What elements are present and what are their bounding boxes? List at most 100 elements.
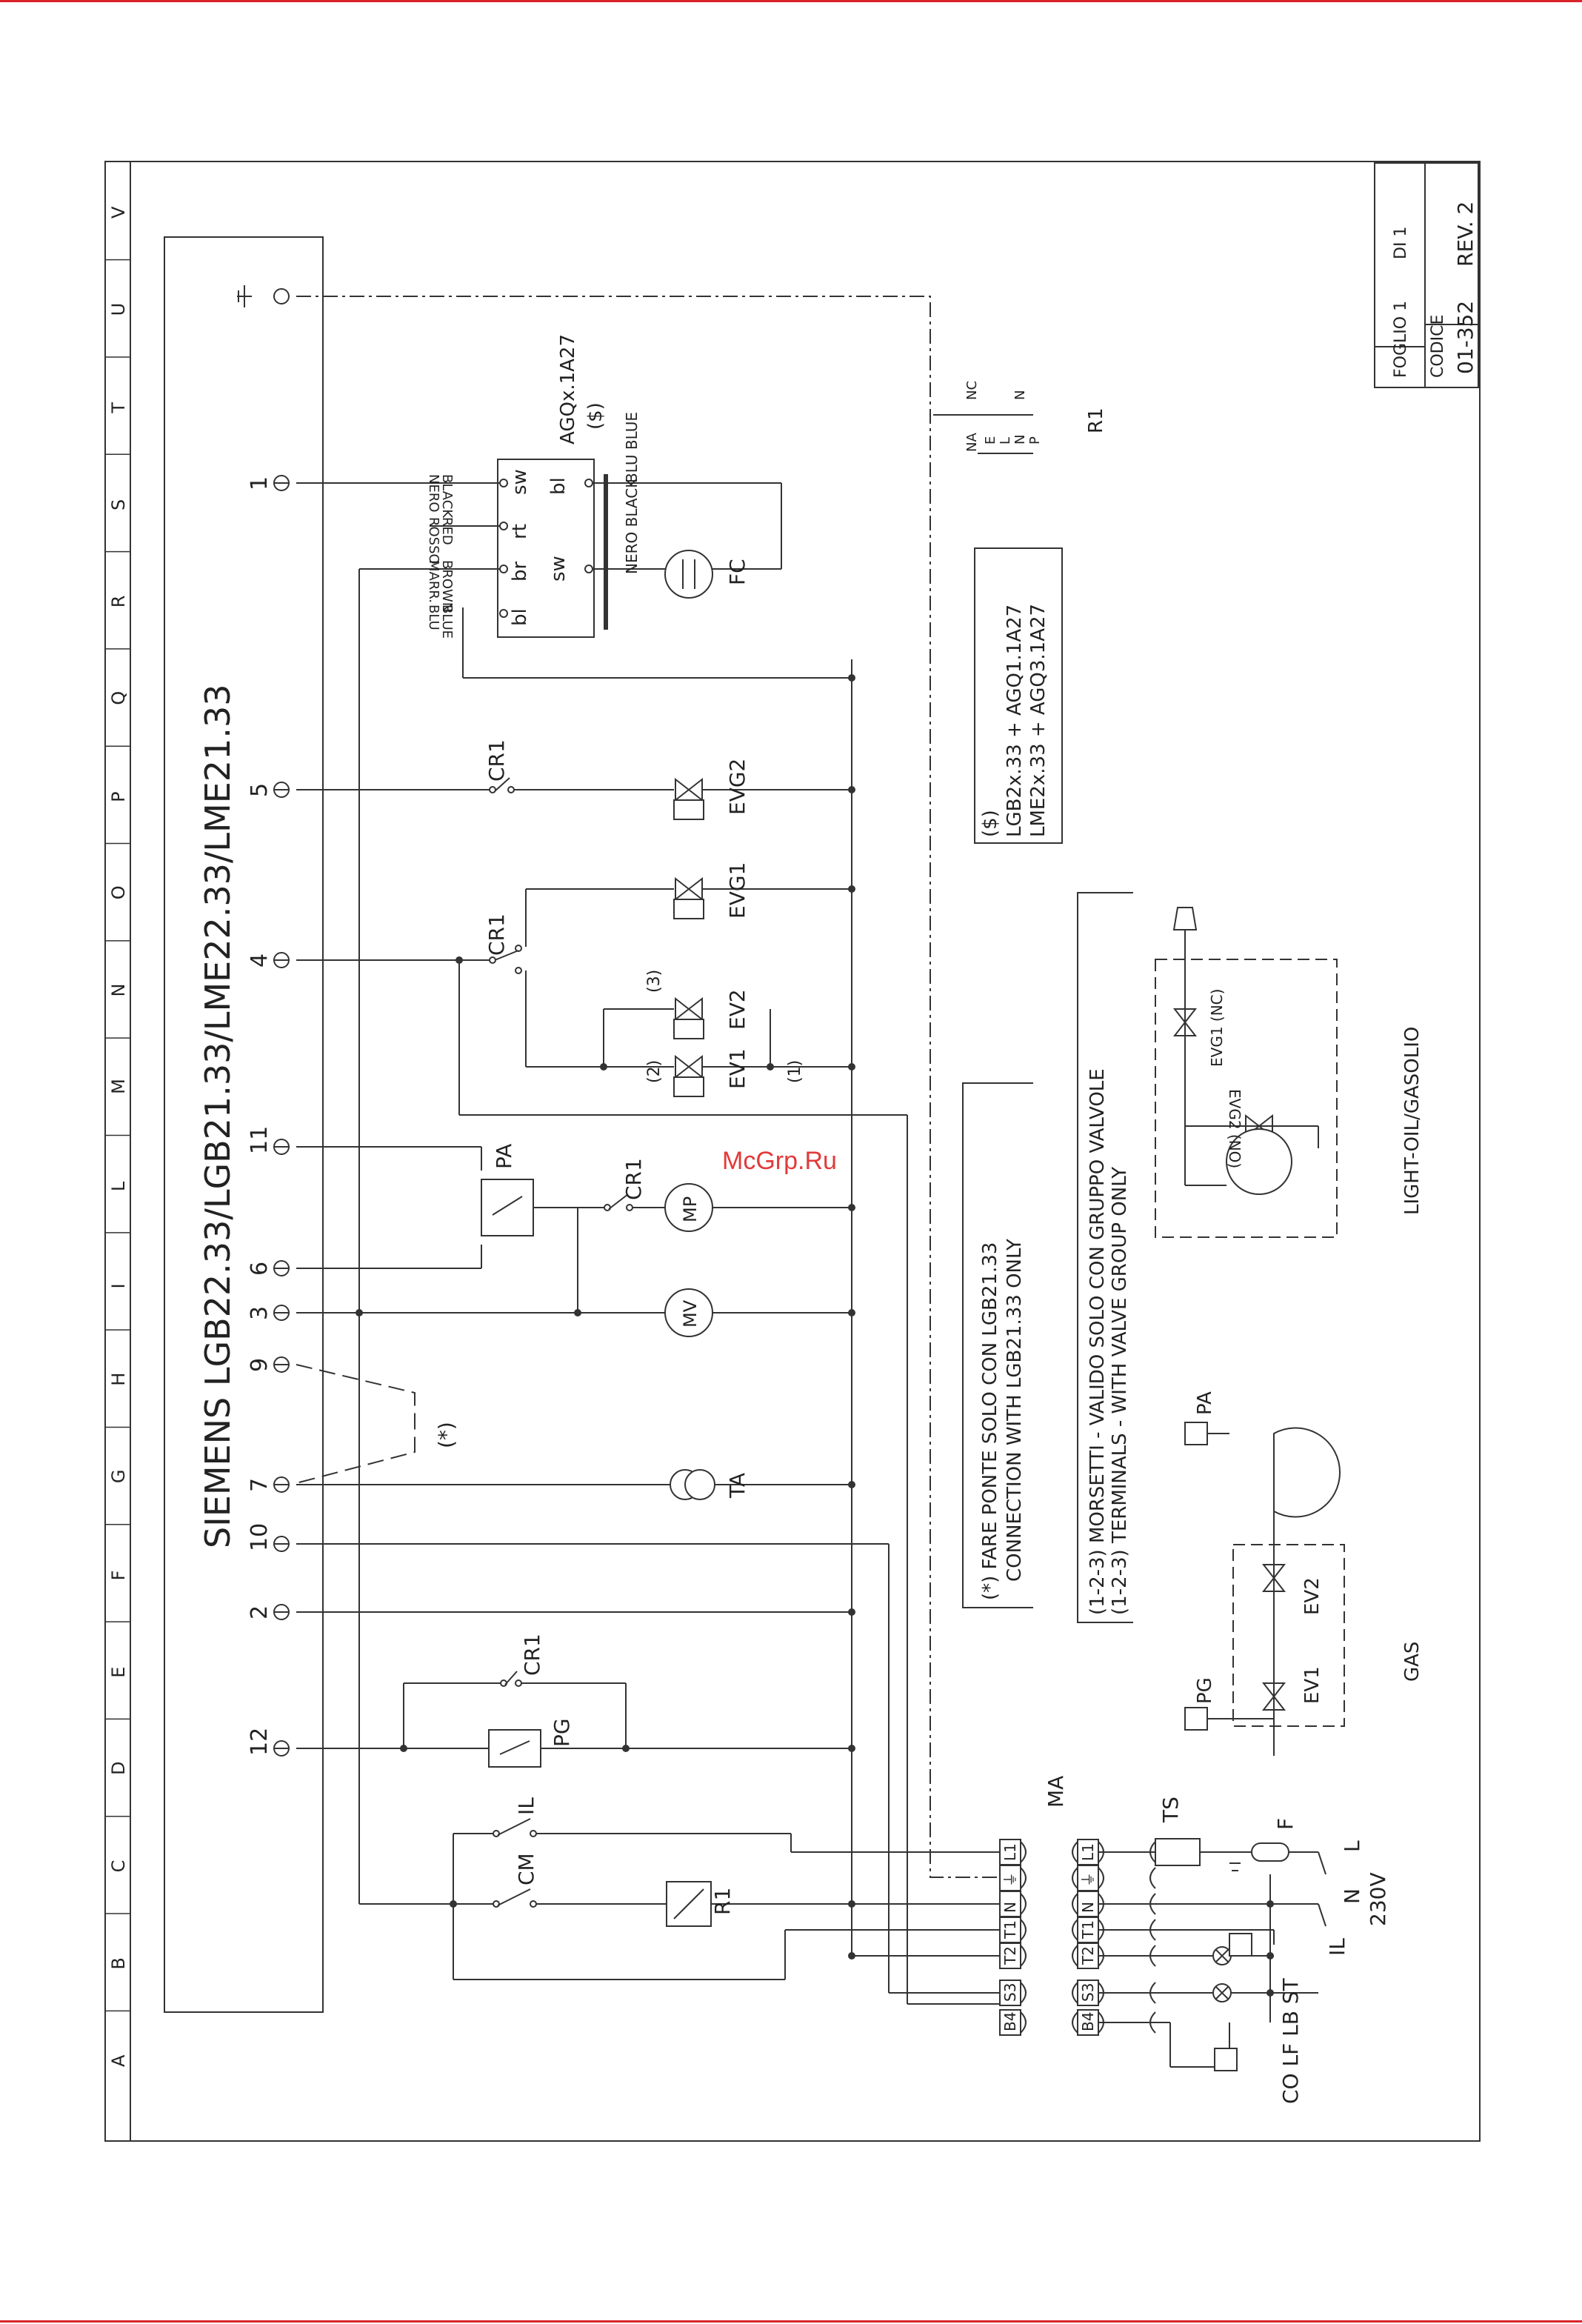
relay-e: E	[983, 436, 998, 445]
agq-wire-label: RED	[439, 517, 455, 545]
terminal-number: 6	[247, 1262, 273, 1276]
strip-label: S3	[1079, 1983, 1097, 2002]
ts-thermostat	[1155, 1838, 1201, 1866]
gas-train	[1184, 1422, 1345, 1756]
relay-l: L	[998, 437, 1013, 445]
strip-label: B4	[1079, 2012, 1097, 2031]
label-cm: CM	[514, 1853, 538, 1885]
terminal-number: 11	[247, 1126, 273, 1154]
gas-pg: PG	[1194, 1677, 1216, 1704]
strip-label: L1	[1001, 1843, 1019, 1861]
strip-terminal	[1077, 2009, 1099, 2036]
agq-ref: ($)	[584, 402, 607, 430]
strip-terminal	[1077, 1917, 1099, 1943]
note-terminals-it: (1-2-3) MORSETTI - VALIDO SOLO CON GRUPP…	[1087, 1068, 1109, 1615]
strip-label: ⏚	[1001, 1872, 1019, 1887]
strip-terminal	[1077, 1980, 1099, 2006]
strip-terminal	[999, 2009, 1021, 2036]
label-n1: (1)	[786, 1060, 804, 1083]
agq-wire-label: BLUE	[439, 605, 455, 639]
agq-wire-label: ROSSO	[426, 517, 441, 565]
relay-n: N	[1012, 435, 1028, 445]
oil-evg1: EVG1 (NC)	[1208, 989, 1226, 1067]
border-letter: G	[108, 1469, 129, 1483]
strip-terminal	[999, 1980, 1021, 2006]
border-letter: P	[108, 791, 129, 802]
agq-wire-label: BROWN	[439, 560, 455, 612]
border-letter: U	[108, 303, 129, 316]
strip-terminal	[1077, 1839, 1099, 1865]
agq-module	[497, 459, 595, 638]
gas-ev2: EV2	[1301, 1577, 1324, 1615]
earth-terminal	[273, 288, 290, 304]
label-evg2: EVG2	[725, 759, 750, 815]
terminal-number: 10	[247, 1523, 273, 1551]
border-letter: F	[108, 1571, 129, 1581]
label-mp: MP	[680, 1196, 701, 1222]
sheet-of-label: DI 1	[1392, 227, 1410, 259]
sheet-label: FOGLIO 1	[1392, 301, 1410, 378]
strip-label: T1	[1001, 1920, 1019, 1940]
strip-label: B4	[1001, 2012, 1019, 2031]
agq-pin-sw2: sw	[547, 556, 570, 582]
relay-na: NA	[964, 433, 980, 452]
agq-wire-label: MARR.	[426, 560, 441, 603]
strip-label: S3	[1001, 1983, 1019, 2002]
border-letter: B	[108, 1957, 129, 1969]
terminal-number: 3	[247, 1306, 273, 1320]
evg1-valve-icon	[675, 876, 703, 902]
border-letter: H	[108, 1373, 129, 1386]
border-letter: V	[108, 206, 129, 219]
agq-wire-label: BLACK	[439, 474, 455, 519]
label-cr1-d: CR1	[520, 1634, 544, 1676]
agq-wire-blue: BLU BLUE	[623, 412, 641, 483]
note-bridge-en: CONNECTION WITH LGB21.33 ONLY	[1004, 1239, 1026, 1582]
wires	[296, 482, 1326, 2068]
border-letter: R	[108, 596, 129, 608]
bottom-rule	[0, 2320, 1582, 2323]
label-bridge: (*)	[434, 1422, 458, 1448]
label-cr1-b: CR1	[484, 913, 509, 956]
border-letter: D	[108, 1762, 129, 1775]
label-r1: R1	[710, 1888, 735, 1915]
gas-pa: PA	[1194, 1391, 1216, 1415]
label-n2: (2)	[645, 1060, 664, 1083]
code-label: CODICE	[1429, 315, 1447, 378]
label-f: F	[1273, 1818, 1298, 1830]
border-letter: S	[108, 499, 129, 510]
border-letter: Q	[108, 691, 129, 705]
label-n3: (3)	[645, 970, 664, 993]
label-ts: TS	[1158, 1797, 1183, 1823]
terminal-number: 5	[247, 783, 273, 797]
note-agq-lgb: LGB2x.33 + AGQ1.1A27	[1004, 605, 1026, 837]
border-letter: M	[108, 1079, 129, 1094]
agq-name: AGQx.1A27	[557, 334, 579, 445]
label-il-main: IL	[1325, 1938, 1349, 1956]
relay-nc: NC	[964, 381, 980, 400]
label-ma: MA	[1044, 1776, 1068, 1808]
note-bridge-it: (*) FARE PONTE SOLO CON LGB21.33	[979, 1242, 1001, 1600]
agq-pin-rt: rt	[509, 524, 531, 539]
border-letter: E	[108, 1667, 129, 1678]
agq-pin-bl2: bl	[547, 477, 570, 495]
hour-counter	[1214, 2048, 1238, 2071]
oil-label: LIGHT-OIL/GASOLIO	[1401, 1027, 1424, 1215]
relay-name: R1	[1085, 407, 1107, 433]
label-ev2: EV2	[725, 989, 750, 1030]
label-mv: MV	[680, 1299, 701, 1328]
strip-terminal	[999, 1839, 1021, 1865]
border-letter: A	[108, 2054, 129, 2067]
agq-wire-label: NERO	[426, 474, 441, 513]
terminal-number: 12	[247, 1728, 273, 1756]
top-rule	[0, 0, 1582, 2]
strip-terminal	[999, 1917, 1021, 1943]
strip-label: N	[1001, 1902, 1019, 1913]
ev2-valve-icon	[675, 996, 703, 1022]
label-ta: TA	[725, 1473, 750, 1499]
relay-p: P	[1027, 436, 1043, 445]
note-terminals-en: (1-2-3) TERMINALS - WITH VALVE GROUP ONL…	[1109, 1167, 1131, 1615]
label-fc: FC	[725, 559, 750, 585]
gas-ev1: EV1	[1301, 1666, 1324, 1704]
terminal-number: 1	[247, 476, 273, 490]
